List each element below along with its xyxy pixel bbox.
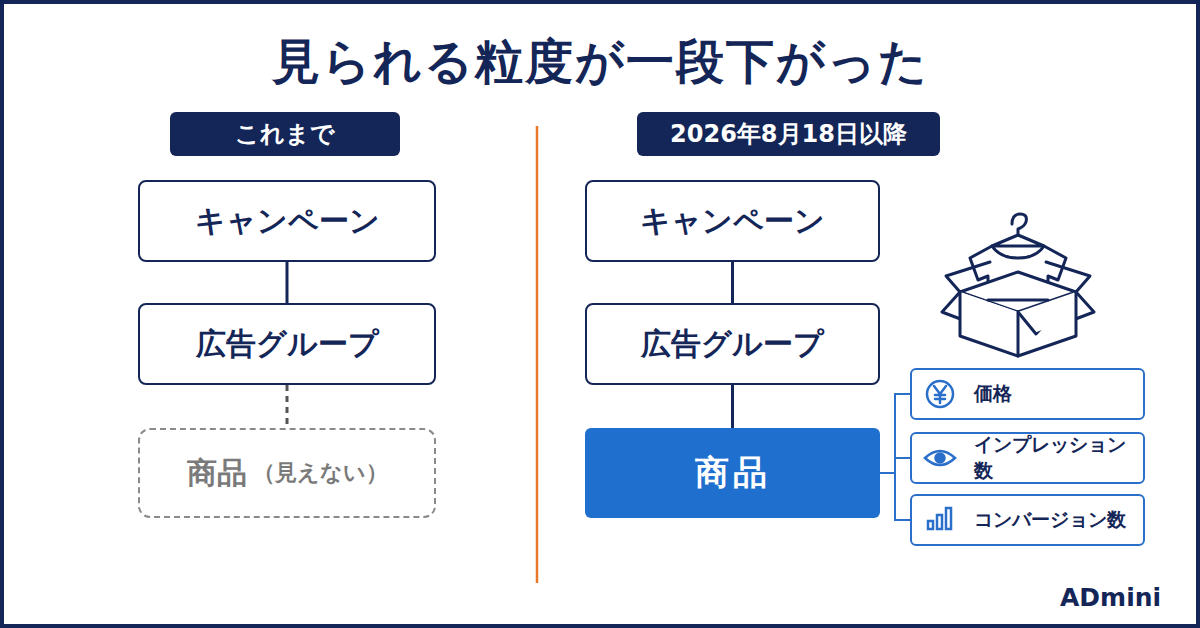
period-tag: これまで <box>170 112 400 156</box>
ad-group-box: 広告グループ <box>138 303 436 385</box>
node-note: （見えない） <box>253 458 388 488</box>
node-text: 2026年8月18日以降 <box>670 118 907 150</box>
node-text: これまで <box>235 118 335 150</box>
divider-line <box>536 126 539 583</box>
hidden-product-box: 商品（見えない） <box>138 428 436 518</box>
product-box: 商品 <box>585 428 880 518</box>
node-text: キャンペーン <box>640 201 825 242</box>
metric-box: 価格 <box>910 368 1145 420</box>
node-text: 広告グループ <box>196 324 379 365</box>
period-tag: 2026年8月18日以降 <box>637 112 940 156</box>
node-text: コンバージョン数 <box>974 507 1126 533</box>
brand-label: ADmini <box>1060 580 1160 614</box>
node-text: インプレッション数 <box>974 432 1143 484</box>
diagram-title: 見られる粒度が一段下がった <box>0 26 1200 98</box>
bracket-connector <box>880 473 910 520</box>
metric-box: コンバージョン数 <box>910 494 1145 546</box>
eye-icon <box>925 451 955 465</box>
bar-chart-icon <box>928 508 951 529</box>
price-icon <box>927 381 953 407</box>
ad-group-box: 広告グループ <box>585 303 880 385</box>
shirt-box-illustration <box>942 214 1094 356</box>
connector-line <box>731 262 734 303</box>
bracket-connector <box>880 458 910 473</box>
dashed-connector <box>286 385 289 428</box>
connector-line <box>731 385 734 428</box>
campaign-box: キャンペーン <box>138 180 436 262</box>
campaign-box: キャンペーン <box>585 180 880 262</box>
connector-line <box>286 262 289 303</box>
metric-box: インプレッション数 <box>910 432 1145 484</box>
node-text: 広告グループ <box>641 324 824 365</box>
bracket-connector <box>880 394 910 473</box>
node-text: キャンペーン <box>195 201 380 242</box>
node-text: 商品 <box>187 453 247 494</box>
node-text: 価格 <box>974 381 1012 407</box>
node-text: 商品 <box>695 450 771 496</box>
